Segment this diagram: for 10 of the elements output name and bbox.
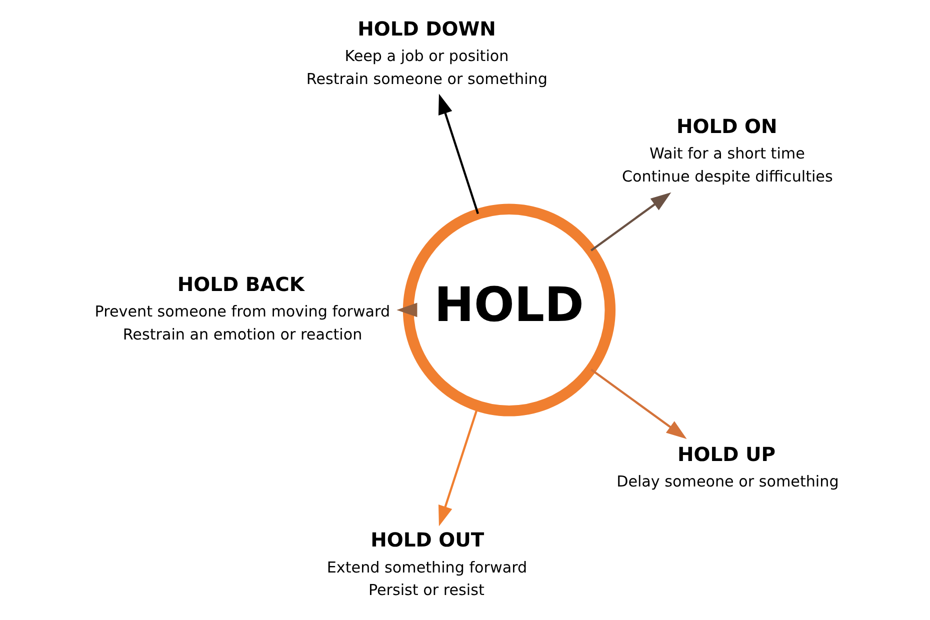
node-circle: HOLD (402, 204, 616, 416)
arrow (396, 302, 417, 318)
arrow (590, 368, 686, 439)
node-text: HOLD OUT Extend something forward Persist or resist (326, 528, 527, 599)
node-text: HOLD BACK Prevent someone from moving forward Restrain an emotion or reaction (94, 273, 390, 344)
arrow (590, 192, 671, 252)
node-text: HOLD ON Wait for a short time Continue despite difficulties (621, 115, 832, 186)
node-text: HOLD UP Delay someone or something (616, 442, 838, 491)
node-text: HOLD DOWN Keep a job or position Restrain someone or something (306, 17, 547, 88)
arrow (438, 94, 478, 214)
